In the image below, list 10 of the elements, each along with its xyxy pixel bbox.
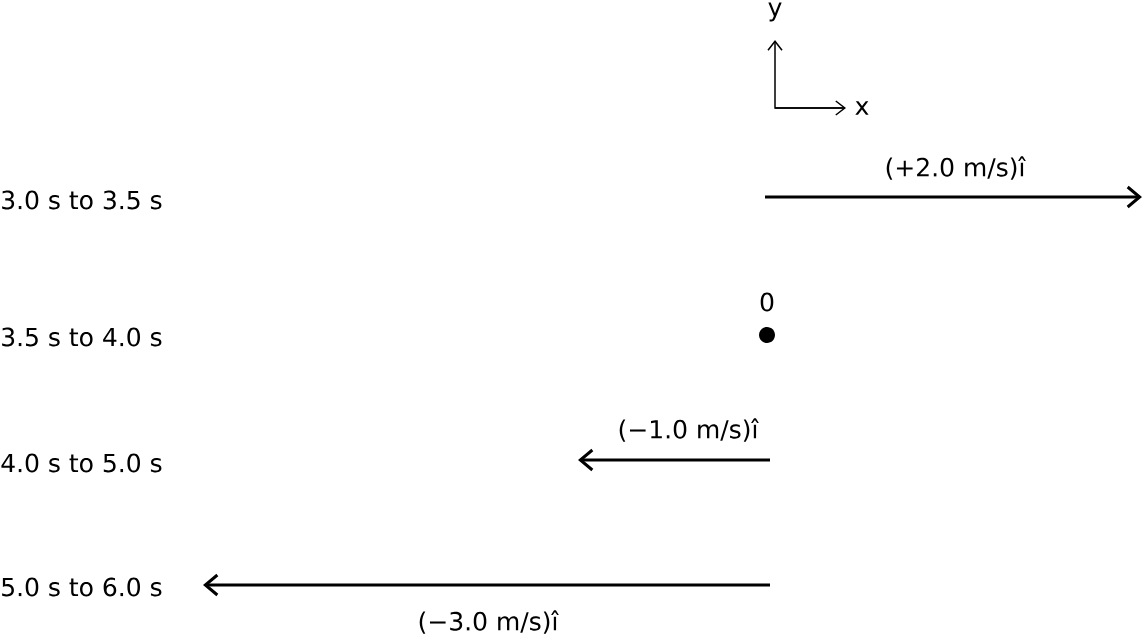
time-interval-label: 4.0 s to 5.0 s xyxy=(1,453,162,473)
velocity-label: (−1.0 m/s)î xyxy=(619,418,759,442)
time-interval-label: 5.0 s to 6.0 s xyxy=(2,577,162,597)
velocity-label: (+2.0 m/s)î xyxy=(886,156,1026,180)
axis-label: x xyxy=(855,101,869,115)
velocity-label: (−3.0 m/s)î xyxy=(419,610,559,634)
velocity-label: 0 xyxy=(760,292,774,312)
time-interval-label: 3.0 s to 3.5 s xyxy=(2,190,162,210)
time-interval-label: 3.5 s to 4.0 s xyxy=(2,327,162,347)
axis-label: y xyxy=(768,2,782,22)
